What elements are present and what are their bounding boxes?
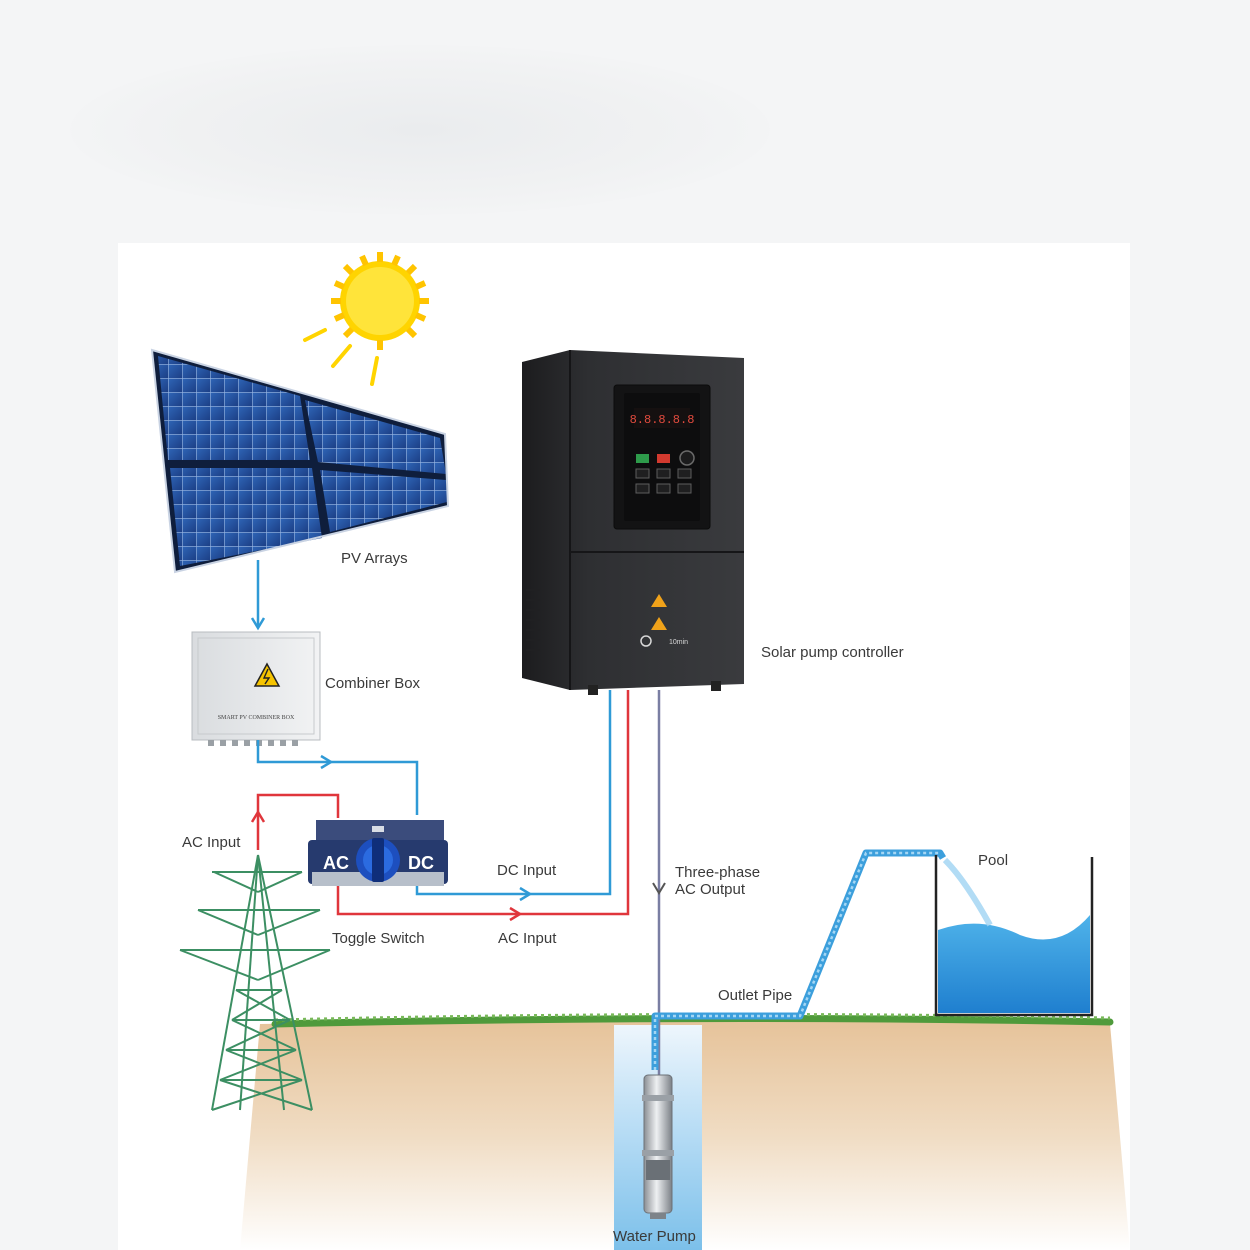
- label-toggle-switch: Toggle Switch: [332, 930, 425, 947]
- label-three-phase: Three-phase AC Output: [675, 864, 760, 898]
- water-pump-icon: [642, 1074, 674, 1219]
- combiner-box: SMART PV COMBINER BOX: [191, 631, 321, 746]
- ac-wires: [256, 690, 630, 916]
- label-water-pump: Water Pump: [613, 1228, 696, 1245]
- label-three-phase-line1: Three-phase: [675, 864, 761, 881]
- combiner-plate: SMART PV COMBINER BOX: [218, 715, 295, 721]
- label-ac-input-line: AC Input: [498, 930, 557, 947]
- ac-arrows: [250, 809, 523, 922]
- label-combiner-box: Combiner Box: [325, 675, 421, 692]
- switch-dc-label: DC: [408, 853, 434, 873]
- sun-icon: [303, 252, 429, 386]
- toggle-switch: AC DC: [308, 820, 448, 886]
- solar-pump-controller: 8.8.8.8.8 10min: [522, 350, 744, 695]
- background-blur: [70, 45, 770, 215]
- dc-arrows: [250, 617, 533, 902]
- power-tower: [179, 854, 331, 1111]
- label-pv-arrays: PV Arrays: [341, 550, 408, 567]
- outlet-pipe: [651, 849, 947, 1070]
- label-dc-input: DC Input: [497, 862, 557, 879]
- controller-display: 8.8.8.8.8: [630, 413, 695, 427]
- pv-arrays: [150, 348, 450, 574]
- label-three-phase-line2: AC Output: [675, 881, 746, 898]
- switch-ac-label: AC: [323, 853, 349, 873]
- dc-wires: [256, 560, 612, 896]
- pool: [934, 855, 1094, 1017]
- label-pool: Pool: [978, 852, 1009, 869]
- label-ac-input-tower: AC Input: [182, 834, 241, 851]
- label-outlet-pipe: Outlet Pipe: [718, 987, 793, 1004]
- controller-timer: 10min: [669, 639, 688, 646]
- three-phase-output-wire: [652, 690, 666, 1075]
- label-solar-pump-controller: Solar pump controller: [761, 644, 904, 661]
